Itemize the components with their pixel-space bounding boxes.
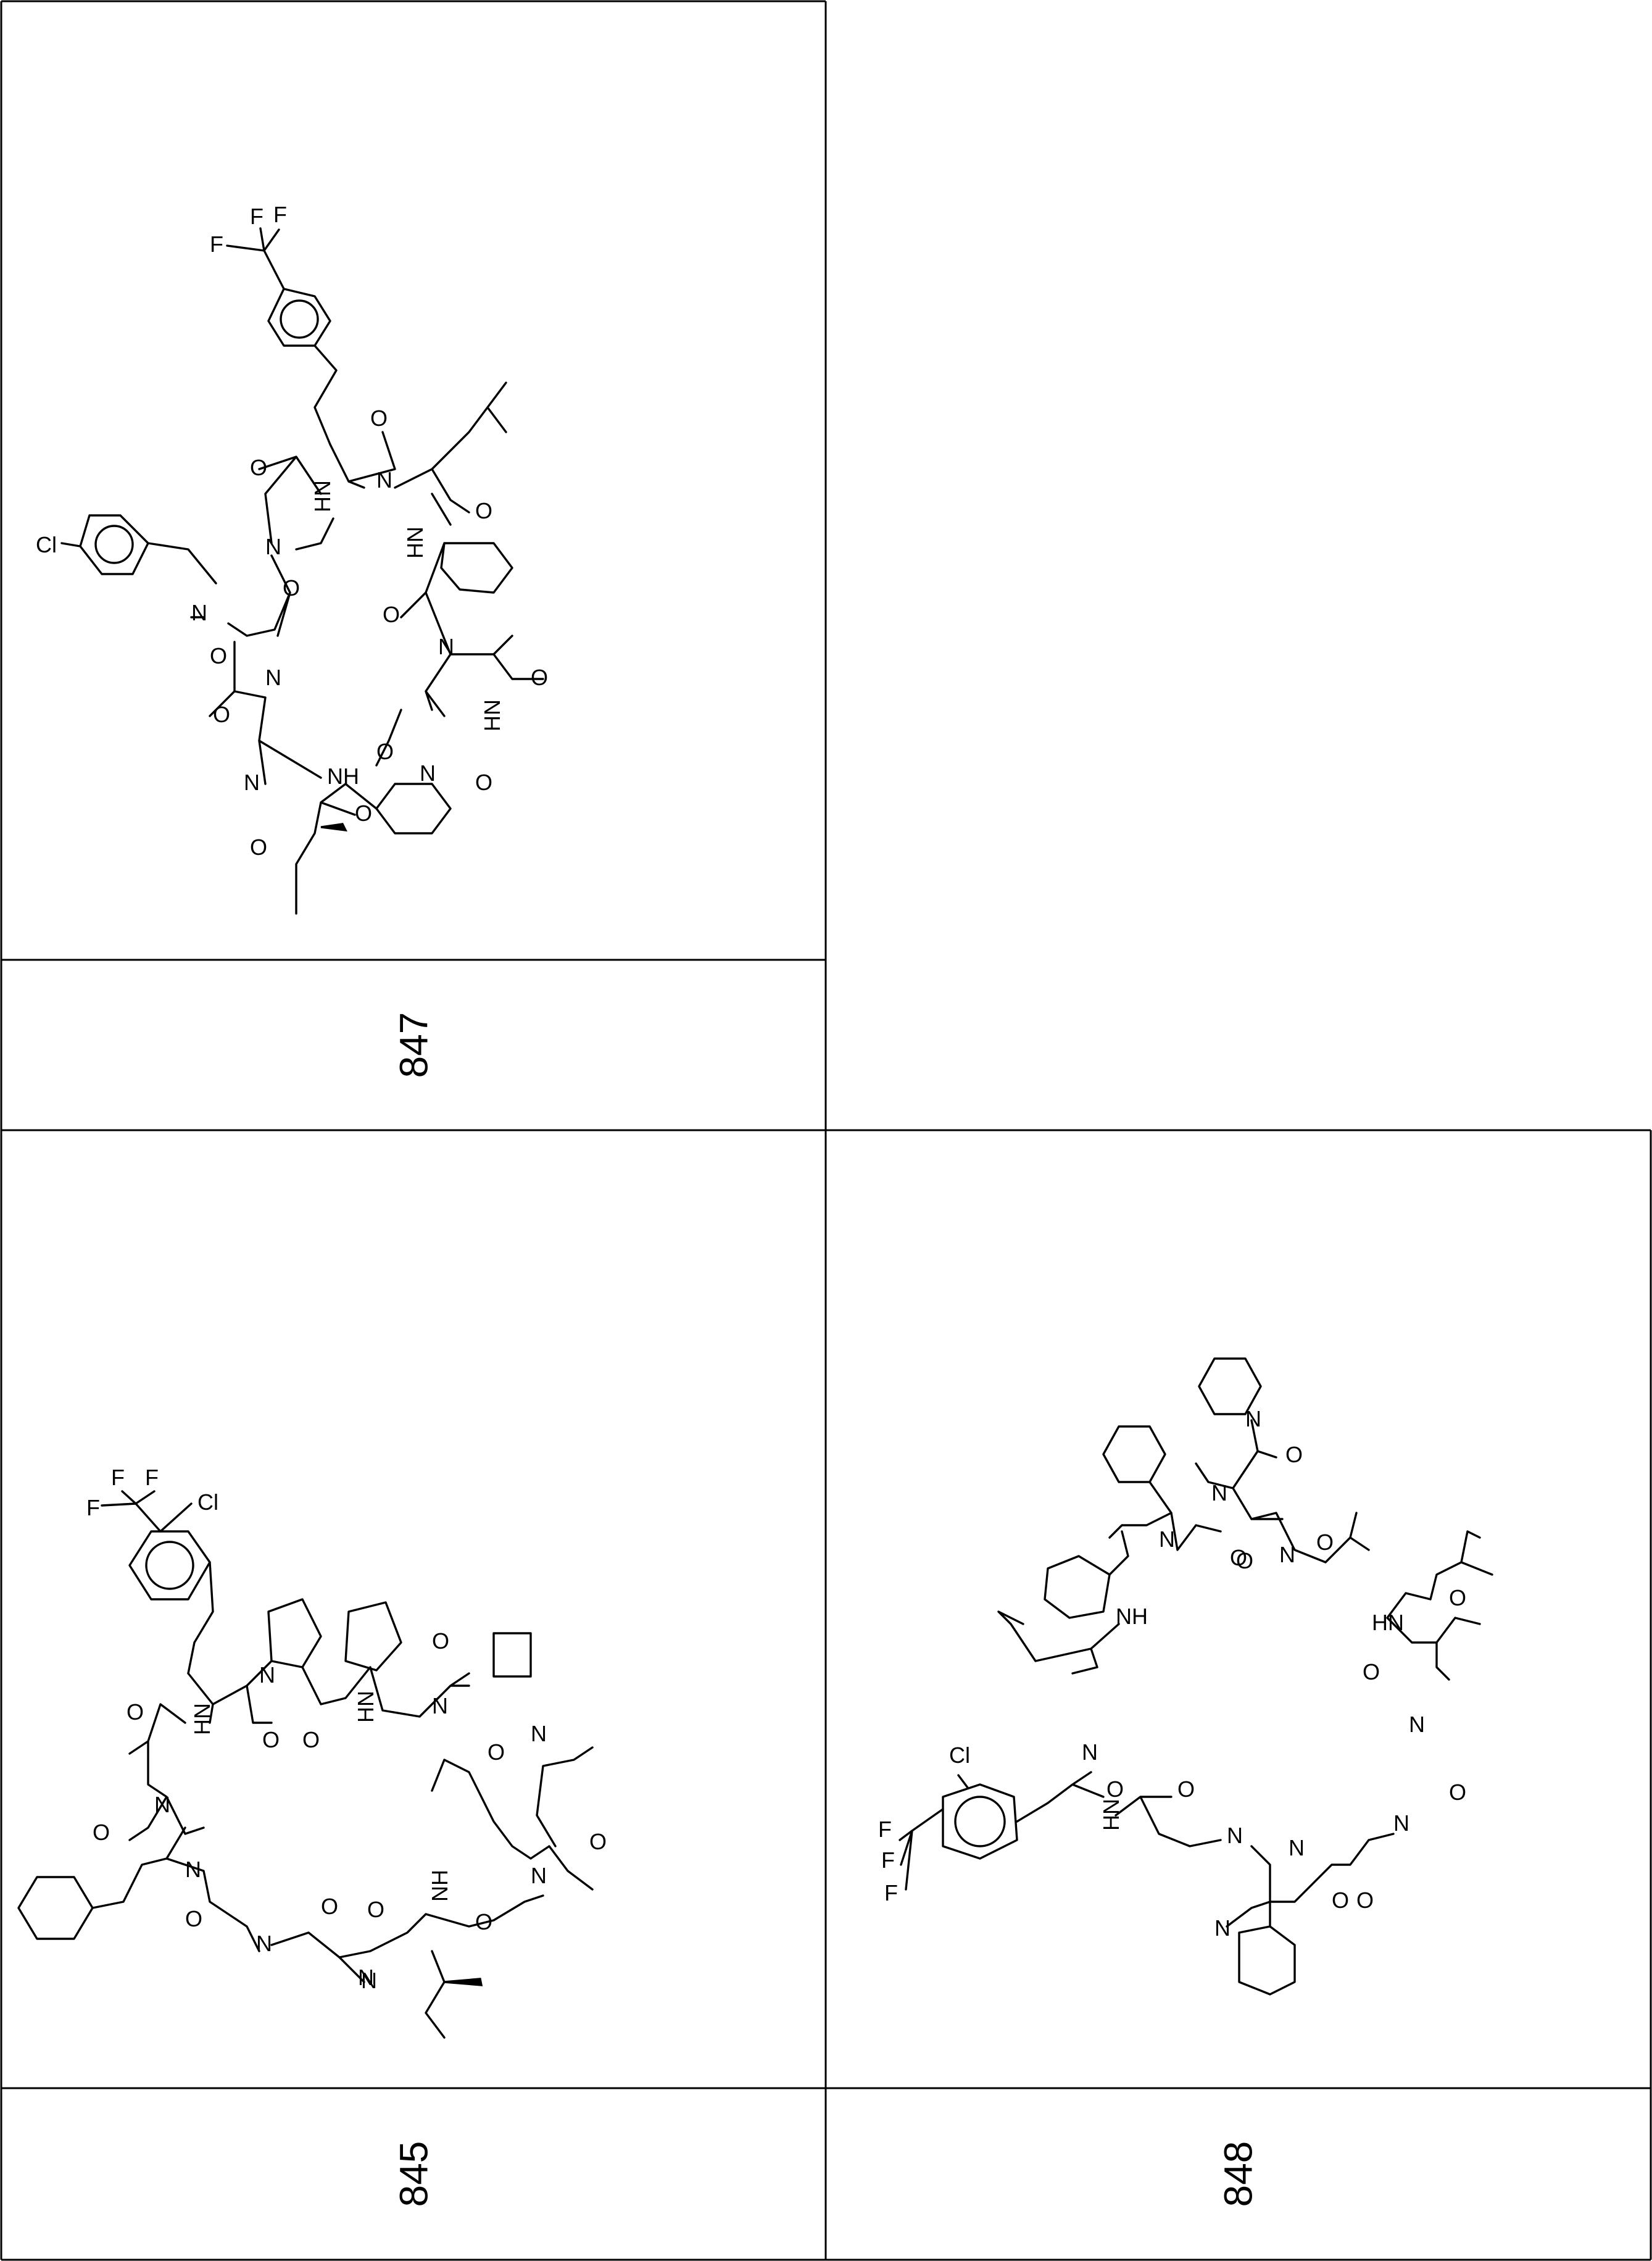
atom-label: N	[531, 1721, 547, 1746]
atom-label: O	[302, 1727, 320, 1752]
atom-label: O	[1177, 1776, 1195, 1802]
atom-label: N	[1279, 1542, 1295, 1567]
atom-label: O	[1236, 1548, 1253, 1573]
compound-label-847-cell: 847	[1, 960, 826, 1130]
atom-label: O	[1449, 1585, 1466, 1610]
atom-label: N	[531, 1863, 547, 1888]
compound-number: 848	[1216, 2141, 1261, 2207]
atom-label: NH	[1116, 1604, 1148, 1629]
atom-label: Cl	[36, 532, 57, 557]
atom-label: F	[881, 1847, 895, 1873]
compound-label-848-cell: 848	[826, 2088, 1651, 2260]
atom-label: O	[475, 770, 492, 795]
atom-label: O	[1316, 1530, 1334, 1555]
atom-label: N	[438, 634, 454, 659]
atom-label: HN	[353, 1691, 378, 1723]
atom-label: O	[432, 1628, 449, 1654]
atom-label: N	[1211, 1480, 1227, 1505]
atom-label: F	[86, 1495, 100, 1520]
atom-label: O	[283, 575, 300, 601]
structure-848: N O N O N O N O NH HN O O N O N N O Cl F…	[878, 1357, 1493, 1996]
atom-label: O	[1106, 1776, 1124, 1802]
atom-label: O	[475, 498, 492, 523]
atom-label: N	[1409, 1712, 1425, 1737]
atom-label: O	[250, 835, 267, 860]
atom-label: N	[1214, 1915, 1231, 1941]
atom-label: O	[213, 702, 230, 727]
atom-label: HN	[479, 699, 505, 731]
atom-label: N	[191, 600, 207, 625]
atom-label: N	[1082, 1739, 1098, 1765]
atom-label: N	[1159, 1526, 1175, 1552]
compound-label-845-cell: 845	[1, 2088, 826, 2260]
atom-label: O	[355, 801, 372, 826]
atom-label: O	[488, 1739, 505, 1765]
atom-label: O	[589, 1829, 607, 1854]
atom-label: O	[1332, 1888, 1349, 1913]
atom-label: Cl	[197, 1489, 218, 1515]
atom-label: HN	[310, 480, 335, 512]
atom-label: O	[1285, 1442, 1303, 1467]
atom-label: O	[93, 1820, 110, 1845]
atom-label: O	[1230, 1545, 1247, 1570]
atom-label: HN	[1372, 1610, 1404, 1635]
atom-label: N	[420, 760, 436, 786]
atom-label: O	[127, 1699, 144, 1725]
atom-label: F	[878, 1817, 892, 1842]
atom-label: Cl	[949, 1743, 970, 1768]
atom-label: O	[367, 1897, 384, 1922]
atom-label: N	[1393, 1810, 1409, 1836]
atom-label: F	[250, 204, 264, 229]
atom-label: N	[265, 665, 281, 690]
atom-label: O	[383, 602, 400, 627]
atom-label: O	[185, 1906, 202, 1931]
atom-label: F	[111, 1465, 125, 1490]
atom-label: N	[244, 770, 260, 795]
atom-label: O	[1356, 1888, 1374, 1913]
atom-label: O	[210, 643, 227, 668]
atom-label: N	[265, 534, 281, 559]
atom-label: O	[1363, 1659, 1380, 1684]
atom-label: O	[321, 1894, 338, 1919]
atom-label: F	[210, 231, 223, 257]
atom-label: O	[1449, 1780, 1466, 1805]
atom-label: O	[262, 1727, 280, 1752]
structure-845: F F F Cl N O O HN O O HN N N O O N N O O…	[17, 1465, 607, 2039]
atom-label: F	[145, 1465, 159, 1490]
atom-label: O	[531, 665, 548, 690]
atom-label: HN	[402, 527, 428, 559]
compound-number: 845	[391, 2141, 436, 2207]
atom-label: HN	[1098, 1799, 1124, 1831]
atom-label: N	[1227, 1823, 1243, 1848]
atom-label: O	[370, 406, 388, 431]
atom-label: N	[1289, 1835, 1305, 1860]
atom-label: N	[256, 1931, 272, 1956]
atom-label: NH	[427, 1870, 452, 1902]
atom-label: F	[884, 1880, 898, 1905]
structure-847: F F F Cl O O HN N O N O HN O N O O N O N…	[36, 202, 548, 915]
atom-label: F	[273, 202, 287, 227]
compound-number: 847	[391, 1012, 436, 1078]
